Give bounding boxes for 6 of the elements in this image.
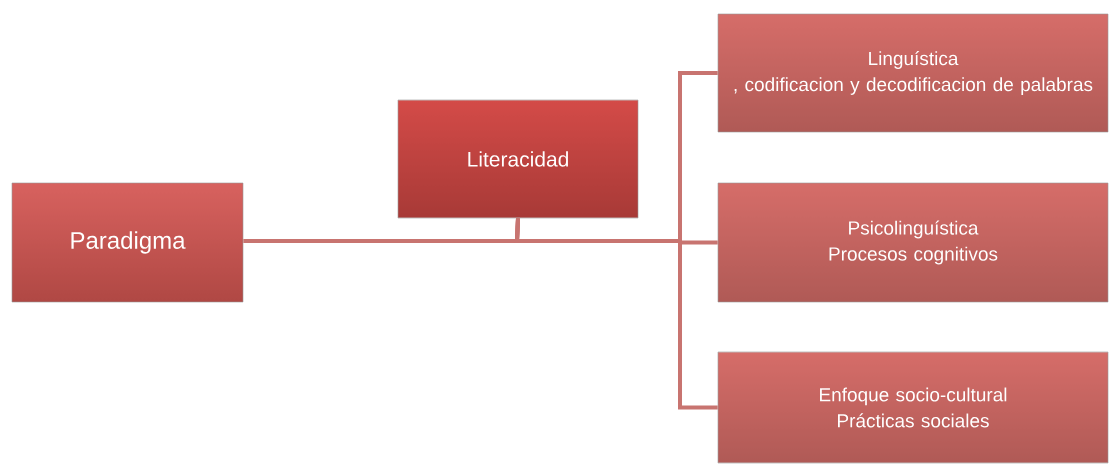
process-box: Psicolinguística Procesos cognitivos	[717, 182, 1109, 303]
process-box: Linguística , codificacion y decodificacion de palabras	[717, 13, 1109, 133]
connector-line	[514, 218, 718, 410]
process-box: Literacidad	[397, 99, 639, 219]
process-box: Paradigma	[11, 182, 244, 303]
process-box: Enfoque socio-cultural Prácticas sociales	[717, 351, 1109, 464]
